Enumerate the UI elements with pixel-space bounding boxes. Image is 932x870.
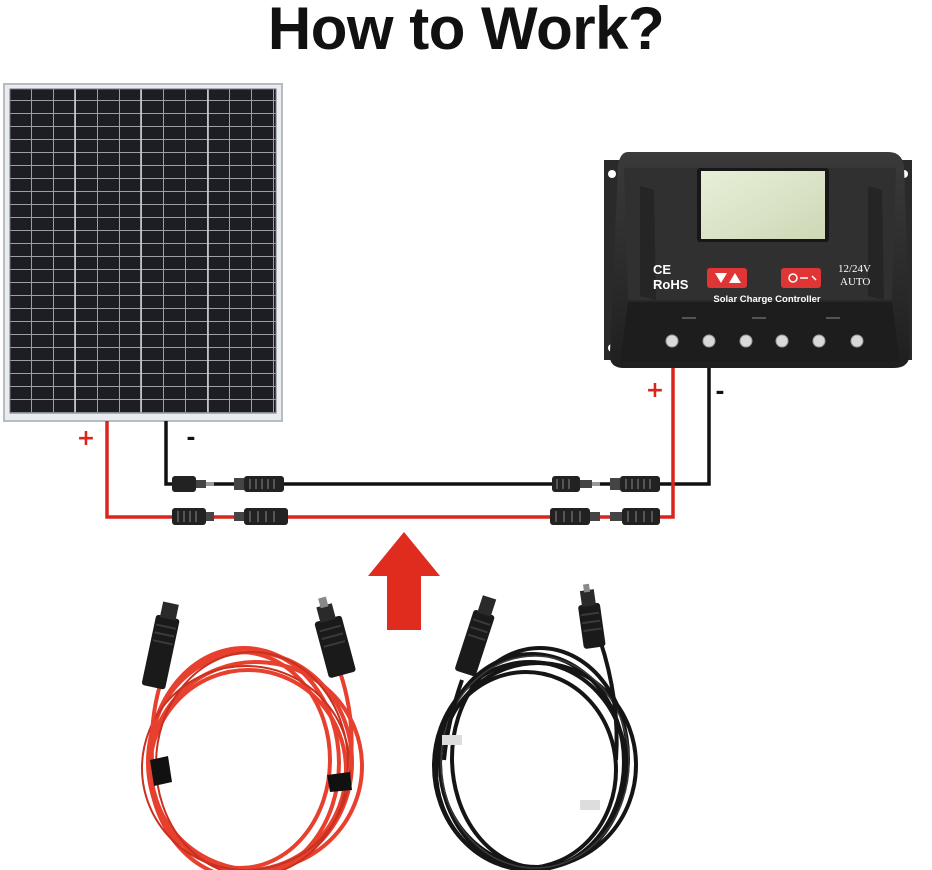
red-cable-coil-icon [141, 596, 364, 870]
panel-negative-label: - [186, 426, 195, 451]
controller-name: Solar Charge Controller [713, 294, 820, 305]
rohs-mark: RoHS [653, 277, 689, 292]
page-title: How to Work? [267, 0, 665, 62]
solar-panel-icon [3, 83, 283, 422]
mc4-connector-icon [172, 476, 660, 525]
controller-positive-label: + [646, 378, 664, 403]
mode-label: AUTO [840, 276, 870, 288]
negative-wire [164, 368, 711, 486]
charge-controller-icon [604, 152, 912, 368]
positive-wire [105, 368, 675, 519]
ce-mark: CE [653, 262, 671, 277]
panel-positive-label: + [77, 426, 95, 451]
black-cable-coil-icon [432, 583, 638, 870]
controller-negative-label: - [715, 380, 724, 405]
voltage-label: 12/24V [838, 263, 871, 275]
up-arrow-icon [368, 532, 440, 630]
